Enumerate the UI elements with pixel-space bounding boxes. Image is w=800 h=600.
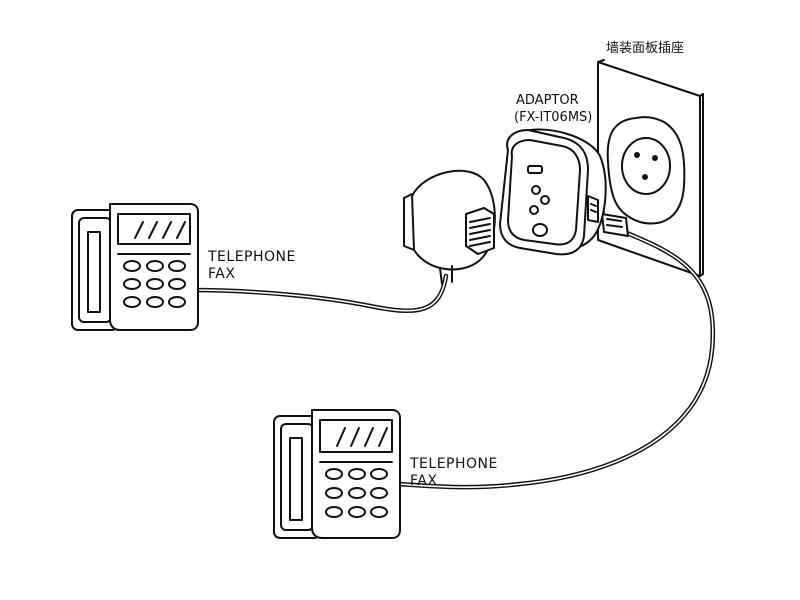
adaptor-unit [499, 128, 607, 256]
upper-telephone-label: TELEPHONE [208, 249, 296, 265]
upper-fax-label: FAX [208, 266, 236, 282]
modular-coupler [403, 169, 496, 285]
adaptor-label: ADAPTOR [516, 93, 579, 108]
telephone-upper [71, 203, 199, 331]
lower-telephone-label: TELEPHONE [410, 456, 498, 472]
lower-fax-label: FAX [410, 473, 438, 489]
wall-socket [606, 116, 686, 225]
adaptor-model-label: (FX-IT06MS) [514, 110, 593, 125]
wall-panel-label: 墙装面板插座 [606, 41, 685, 56]
telephone-lower [273, 409, 401, 539]
